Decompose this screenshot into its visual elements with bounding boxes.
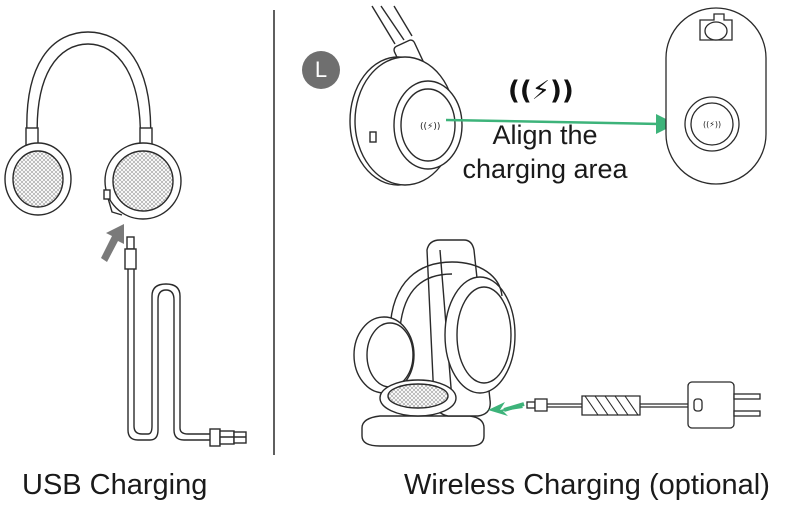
earcup-wireless-symbol: ((⚡)) xyxy=(420,122,440,132)
plug-arrow xyxy=(488,402,525,416)
align-instruction: Align the charging area xyxy=(450,118,640,186)
usb-charging-caption: USB Charging xyxy=(22,469,208,501)
align-line-2: charging area xyxy=(462,154,628,184)
usb-cable xyxy=(124,236,247,447)
power-adapter-cable xyxy=(526,381,761,429)
align-line-1: Align the xyxy=(492,120,598,150)
charging-stand-illustration xyxy=(353,239,516,447)
usb-insert-arrow xyxy=(101,224,124,262)
wireless-charging-caption: Wireless Charging (optional) xyxy=(404,469,770,501)
wireless-charging-icon: ((⚡)) xyxy=(508,76,574,106)
earcup-closeup xyxy=(349,5,463,186)
pad-wireless-symbol: ((⚡)) xyxy=(703,120,721,129)
left-earcup-badge: L xyxy=(302,51,340,89)
charging-pad xyxy=(665,7,767,185)
usb-headset-illustration xyxy=(4,31,182,220)
